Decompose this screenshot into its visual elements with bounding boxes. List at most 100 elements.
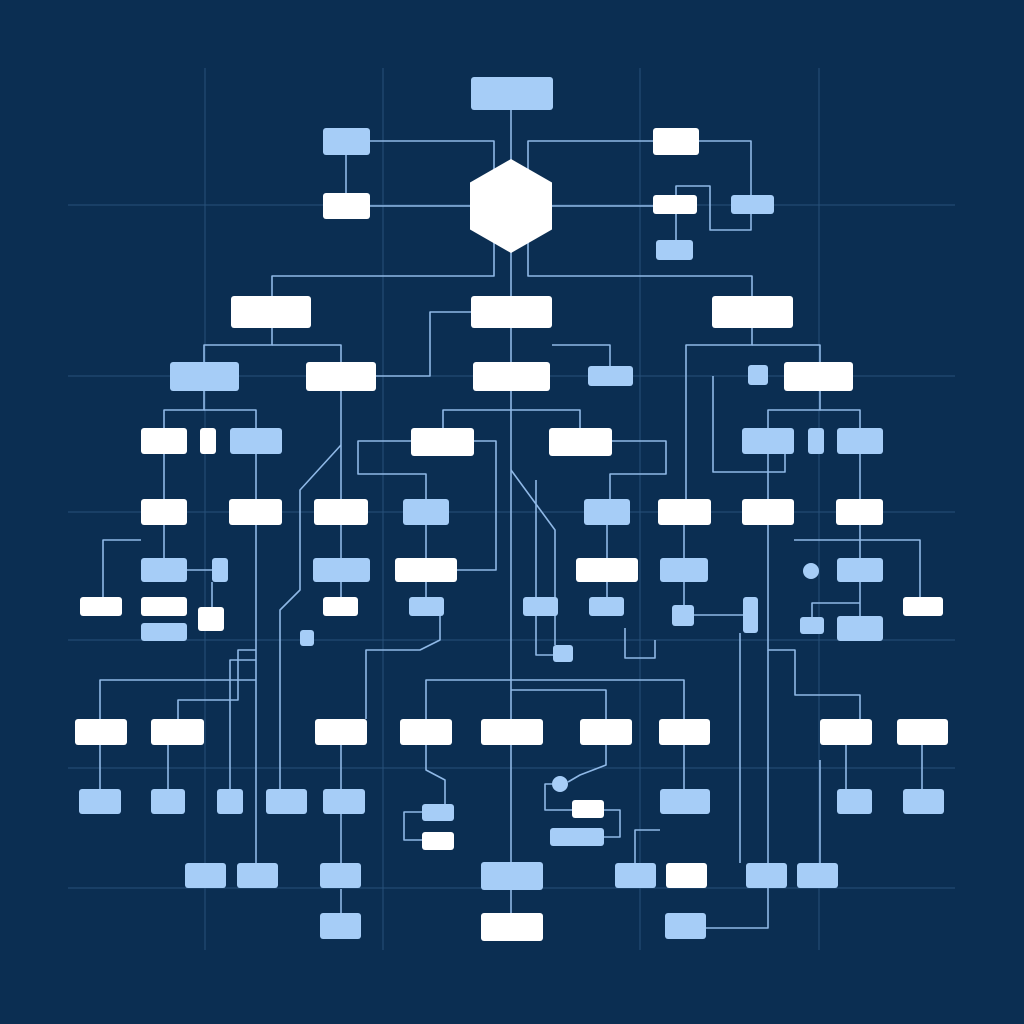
- process-node-blue: [313, 558, 370, 582]
- process-node-white: [712, 296, 793, 328]
- connector-line: [102, 539, 141, 597]
- process-node-white: [836, 499, 883, 525]
- connector-line: [163, 391, 205, 428]
- process-node-blue: [141, 558, 187, 582]
- process-node-blue: [743, 597, 758, 633]
- connector-line: [442, 409, 511, 428]
- connector-line: [712, 376, 786, 473]
- process-node-white: [315, 719, 367, 745]
- connector-line: [544, 783, 572, 811]
- process-node-white: [141, 597, 187, 616]
- connector-line: [624, 628, 656, 659]
- connector-line: [457, 440, 497, 571]
- process-node-blue: [323, 789, 365, 814]
- connector-line: [365, 616, 441, 719]
- process-node-white: [314, 499, 368, 525]
- process-node-blue: [409, 597, 444, 616]
- process-node-blue: [665, 913, 706, 939]
- process-node-white: [323, 597, 358, 616]
- connector-line: [279, 444, 342, 789]
- process-node-blue: [230, 428, 282, 454]
- connector-line: [527, 230, 753, 296]
- process-node-white: [572, 800, 604, 818]
- process-node-blue: [748, 365, 768, 385]
- process-node-white: [820, 719, 872, 745]
- connector-line: [511, 689, 607, 719]
- process-node-blue: [742, 428, 794, 454]
- connector-line: [685, 328, 753, 499]
- connector-line: [177, 649, 256, 719]
- process-node-white: [411, 428, 474, 456]
- process-node-blue: [403, 499, 449, 525]
- connector-line: [752, 344, 821, 362]
- process-node-white: [400, 719, 452, 745]
- connector-line: [510, 469, 556, 645]
- connector-line: [203, 328, 273, 362]
- connector-line: [204, 409, 257, 428]
- connector-line: [634, 829, 660, 863]
- connector-line: [370, 140, 495, 180]
- process-node-blue: [320, 913, 361, 939]
- process-node-white: [229, 499, 282, 525]
- process-node-white: [231, 296, 311, 328]
- process-node-blue: [588, 366, 633, 386]
- process-node-blue: [553, 645, 573, 662]
- process-node-blue: [837, 789, 872, 814]
- process-node-white: [653, 128, 699, 155]
- connector-line: [675, 185, 752, 231]
- process-node-blue: [903, 789, 944, 814]
- connector-line: [767, 391, 821, 428]
- process-node-blue: [79, 789, 121, 814]
- connector-line: [425, 679, 511, 719]
- process-node-blue: [141, 623, 187, 641]
- connector-line: [706, 650, 769, 929]
- process-node-white: [742, 499, 794, 525]
- process-node-white: [323, 193, 370, 219]
- process-node-white: [306, 362, 376, 391]
- connector-line: [552, 344, 611, 366]
- process-node-white: [198, 607, 224, 631]
- process-node-white: [784, 362, 853, 391]
- process-node-white: [903, 597, 943, 616]
- process-node-blue: [656, 240, 693, 260]
- connector-line: [567, 745, 607, 783]
- process-node-blue: [660, 789, 710, 814]
- process-node-white: [481, 913, 543, 941]
- connector-line: [425, 745, 446, 804]
- process-node-blue: [237, 863, 278, 888]
- nodes: [75, 77, 948, 941]
- connector-line: [820, 409, 861, 428]
- root-hexagon-node: [470, 159, 552, 253]
- connector-line: [699, 140, 752, 195]
- process-node-white: [659, 719, 710, 745]
- connector-line: [527, 140, 653, 180]
- connector-line: [511, 679, 685, 719]
- connector-line: [535, 480, 553, 656]
- process-node-blue: [837, 616, 883, 641]
- process-node-white: [200, 428, 216, 454]
- connector-line: [229, 659, 256, 789]
- process-node-blue: [151, 789, 185, 814]
- process-node-white: [580, 719, 632, 745]
- process-node-blue: [217, 789, 243, 814]
- connector-line: [767, 525, 861, 719]
- process-node-white: [666, 863, 707, 888]
- process-node-white: [658, 499, 711, 525]
- process-node-white: [549, 428, 612, 456]
- process-node-blue: [615, 863, 656, 888]
- process-node-blue: [837, 428, 883, 454]
- process-node-white: [576, 558, 638, 582]
- connector-line: [272, 344, 342, 362]
- connector-line: [794, 539, 921, 597]
- connector-line: [609, 440, 667, 499]
- process-node-blue: [837, 558, 883, 582]
- process-node-white: [471, 296, 552, 328]
- process-node-white: [473, 362, 550, 391]
- process-node-blue: [320, 863, 361, 888]
- process-node-blue: [523, 597, 558, 616]
- connector-line: [403, 811, 422, 841]
- process-node-blue: [266, 789, 307, 814]
- connector-line: [271, 230, 495, 296]
